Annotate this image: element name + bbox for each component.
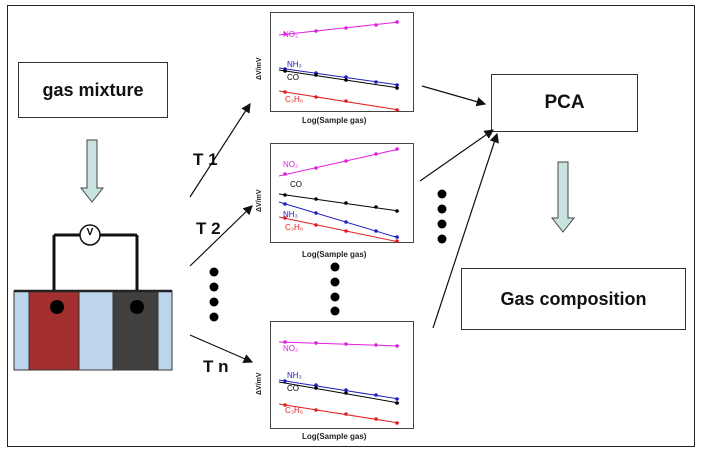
temperature-label-tn: T n: [203, 357, 229, 376]
ellipsis-left: [209, 267, 219, 322]
plot-tn-label-nh3: NH₃: [287, 371, 302, 380]
plot-t1-label-nh3: NH₃: [287, 60, 302, 69]
gas-composition-box: Gas composition: [461, 268, 686, 330]
plot-tn-ylabel: ΔV/mV: [256, 372, 263, 395]
flow-arrow-down-left: [79, 139, 105, 203]
gas-mixture-label: gas mixture: [42, 79, 144, 100]
sensor-body: [13, 289, 173, 371]
pca-box: PCA: [491, 74, 638, 132]
plot-t2: NO₂ CO NH₃ C₃H₆: [270, 143, 414, 243]
plot-t1-label-no2: NO₂: [283, 30, 299, 39]
gas-composition-label: Gas composition: [500, 288, 647, 309]
ellipsis-middle: [330, 262, 340, 316]
temperature-label-t1: T 1: [193, 150, 218, 169]
plot-t1-label-c3h6: C₃H₆: [285, 95, 304, 104]
plot-t1-xlabel: Log(Sample gas): [302, 116, 367, 125]
plot-t1: NO₂ NH₃ CO C₃H₆: [270, 12, 414, 112]
plot-tn-label-c3h6: C₃H₆: [285, 406, 304, 415]
arrow-plot1-pca: [421, 85, 487, 107]
arrow-tn: [189, 334, 254, 364]
plot-tn-xlabel: Log(Sample gas): [302, 432, 367, 441]
voltmeter-icon: [79, 224, 101, 246]
plot-t2-ylabel: ΔV/mV: [256, 189, 263, 212]
pca-label: PCA: [544, 92, 585, 113]
voltmeter-symbol: V: [86, 227, 94, 238]
arrow-t2: [189, 205, 253, 267]
arrow-t1: [189, 102, 251, 198]
plot-tn: NO₂ NH₃ CO C₃H₆: [270, 321, 414, 429]
flow-arrow-down-right: [550, 161, 576, 233]
gas-mixture-box: gas mixture: [18, 62, 168, 118]
plot-t2-label-no2: NO₂: [283, 160, 299, 169]
temperature-label-t2: T 2: [196, 219, 221, 238]
plot-t2-xlabel: Log(Sample gas): [302, 250, 367, 259]
plot-t2-label-nh3: NH₃: [283, 210, 298, 219]
plot-t2-label-c3h6: C₃H₆: [285, 223, 304, 232]
plot-tn-label-no2: NO₂: [283, 344, 299, 353]
plot-tn-label-co: CO: [287, 384, 299, 393]
plot-t1-ylabel: ΔV/mV: [256, 57, 263, 80]
arrow-plot2-pca: [419, 129, 494, 182]
arrow-plotn-pca: [432, 132, 499, 329]
plot-t1-label-co: CO: [287, 73, 299, 82]
plot-t2-label-co: CO: [290, 180, 302, 189]
ellipsis-right: [437, 189, 447, 244]
